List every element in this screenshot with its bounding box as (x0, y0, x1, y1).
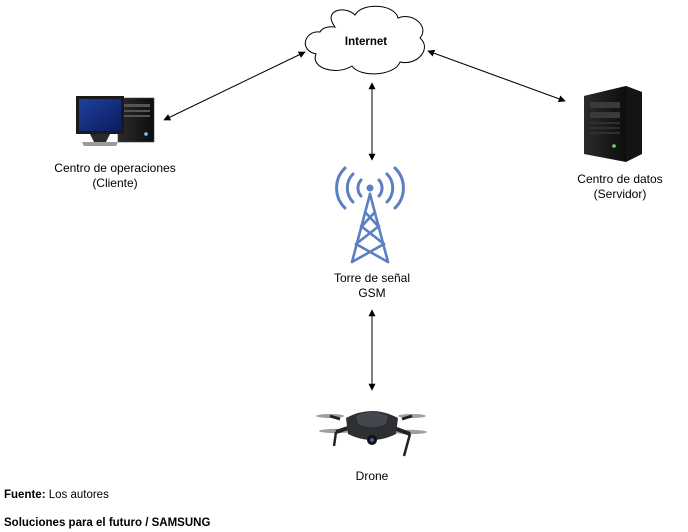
slogan: Soluciones para el futuro / SAMSUNG (4, 517, 210, 529)
cloud-icon (304, 5, 425, 75)
drone-label: Drone (355, 469, 389, 483)
internet-label: Internet (344, 36, 388, 48)
desktop-computer-icon (76, 96, 155, 146)
source-note-value: Los autores (48, 489, 109, 501)
client-label-line2: (Cliente) (92, 176, 138, 190)
server-label-line2: (Servidor) (593, 187, 647, 201)
server-tower-icon (584, 86, 642, 162)
client-label-line1: Centro de operaciones (54, 161, 176, 175)
server-label: Centro de datos (Servidor) (555, 172, 685, 202)
tower-label-line1: Torre de señal (333, 271, 411, 285)
drone-icon (316, 411, 427, 457)
cell-tower-icon (335, 166, 405, 264)
server-label-line1: Centro de datos (577, 172, 663, 186)
connector-client-internet (163, 51, 306, 121)
slogan-text: Soluciones para el futuro / (4, 517, 152, 529)
connector-internet-server (427, 49, 566, 103)
tower-label: Torre de señal GSM (312, 271, 432, 301)
tower-label-line2: GSM (358, 286, 386, 300)
source-note-label: Fuente: (4, 489, 46, 501)
client-label: Centro de operaciones (Cliente) (40, 161, 190, 191)
slogan-brand: SAMSUNG (151, 517, 211, 529)
source-note: Fuente: Los autores (4, 489, 109, 501)
